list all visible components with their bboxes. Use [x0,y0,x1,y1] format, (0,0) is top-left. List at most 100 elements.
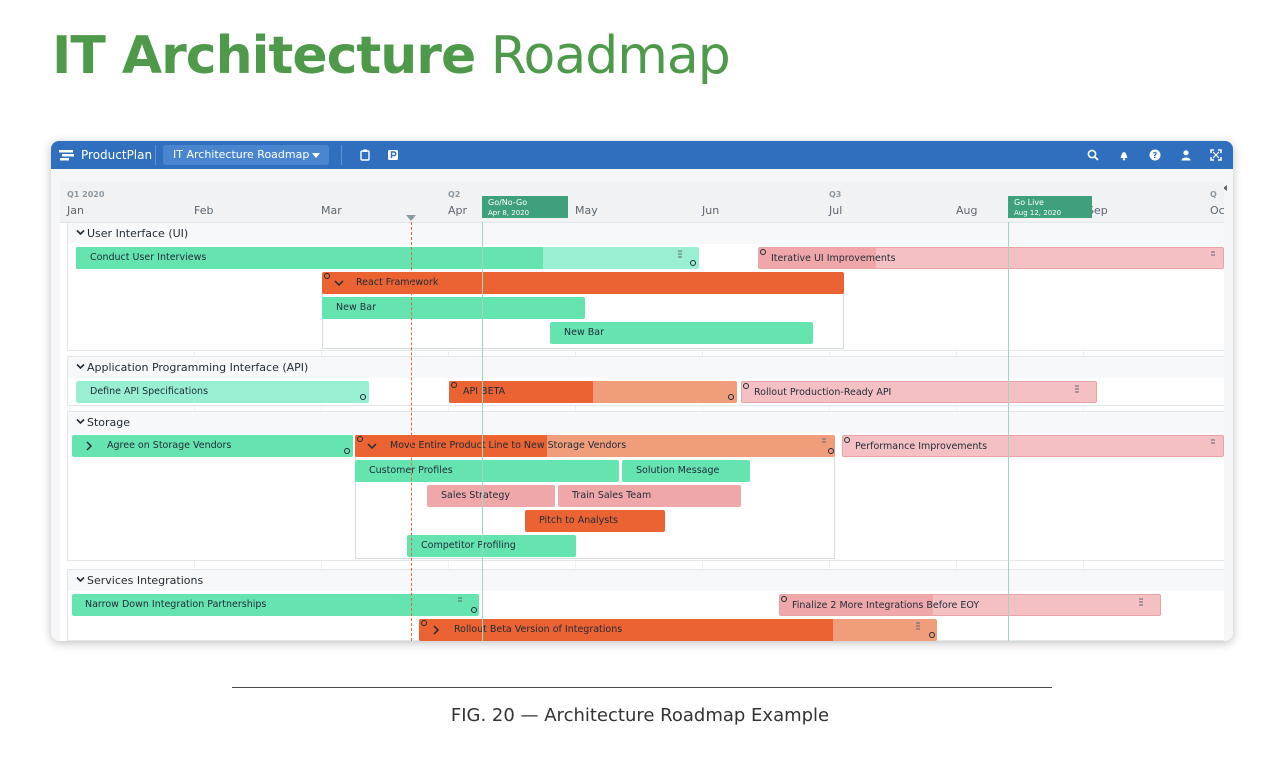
drag-handle-icon[interactable] [1139,598,1143,606]
top-navigation-bar: ProductPlan IT Architecture Roadmap ? [51,141,1233,169]
drag-handle-icon[interactable] [1211,439,1215,447]
quarter-label: Q1 2020 [67,190,105,199]
bar-api-beta[interactable]: API BETA [449,381,737,403]
bar-rollout-production-ready-api[interactable]: Rollout Production-Ready API [741,381,1097,403]
chevron-right-icon[interactable] [427,619,445,641]
month-label: Mar [321,204,342,217]
roadmap-timeline-canvas: Q1 2020 Q2 Q3 Q Jan Feb Mar Apr May Jun … [60,181,1224,641]
quarter-label: Q [1210,190,1217,199]
bar-rollout-beta-version-of-integrations[interactable]: Rollout Beta Version of Integrations [419,619,937,641]
bar-solution-message[interactable]: Solution Message [622,460,750,482]
chevron-down-icon[interactable] [76,228,85,237]
milestone-line-go-live [1008,222,1009,641]
chevron-down-icon[interactable] [76,417,85,426]
svg-text:?: ? [1153,151,1158,160]
clipboard-icon[interactable] [358,148,372,162]
lane-header-storage[interactable]: Storage [67,411,1224,433]
scroll-left-arrow-icon[interactable] [1223,185,1227,191]
dependency-connector-icon[interactable] [421,620,427,626]
bar-label: Agree on Storage Vendors [107,440,232,451]
dependency-connector-icon[interactable] [324,273,330,279]
drag-handle-icon[interactable] [1211,251,1215,259]
bar-customer-profiles[interactable]: Customer Profiles [355,460,619,482]
dependency-connector-icon[interactable] [471,607,477,613]
bar-label: Performance Improvements [855,441,988,452]
drag-handle-icon[interactable] [822,438,826,446]
dependency-connector-icon[interactable] [929,632,935,638]
lane-title: User Interface (UI) [87,227,189,240]
topbar-divider [341,145,342,165]
bar-sales-strategy[interactable]: Sales Strategy [427,485,555,507]
bar-train-sales-team[interactable]: Train Sales Team [558,485,741,507]
bar-label: Solution Message [636,465,720,476]
dependency-connector-icon[interactable] [743,383,749,389]
bar-label: Rollout Production-Ready API [754,387,892,398]
milestone-date: Apr 8, 2020 [488,209,530,217]
drag-handle-icon[interactable] [458,597,462,605]
drag-handle-icon[interactable] [916,622,920,630]
lane-header-services-integrations[interactable]: Services Integrations [67,569,1224,591]
timeline-header: Q1 2020 Q2 Q3 Q Jan Feb Mar Apr May Jun … [60,181,1224,223]
bell-icon[interactable] [1117,148,1131,162]
search-icon[interactable] [1086,148,1100,162]
bar-progress-fill [76,247,543,269]
today-marker-icon[interactable] [406,215,416,221]
help-icon[interactable]: ? [1148,148,1162,162]
dependency-connector-icon[interactable] [451,382,457,388]
dependency-connector-icon[interactable] [344,448,350,454]
dependency-connector-icon[interactable] [828,448,834,454]
bar-progress-fill [449,381,593,403]
p-badge-icon[interactable] [386,148,400,162]
bar-iterative-ui-improvements[interactable]: Iterative UI Improvements [758,247,1224,269]
bar-label: Sales Strategy [441,490,511,501]
dependency-connector-icon[interactable] [360,394,366,400]
dependency-connector-icon[interactable] [781,596,787,602]
bar-label: Pitch to Analysts [539,515,618,526]
drag-handle-icon[interactable] [678,250,682,258]
productplan-app-window: ProductPlan IT Architecture Roadmap ? [51,141,1233,641]
bar-label: API BETA [463,386,506,397]
milestone-date: Aug 12, 2020 [1014,209,1062,217]
brand-logo[interactable]: ProductPlan [59,147,152,163]
bar-progress-fill [759,248,876,268]
drag-handle-icon[interactable] [1075,385,1079,393]
bar-define-api-specifications[interactable]: Define API Specifications [76,381,369,403]
dependency-connector-icon[interactable] [690,260,696,266]
lane-header-api[interactable]: Application Programming Interface (API) [67,356,1224,378]
bar-new-bar[interactable]: New Bar [322,297,585,319]
bar-finalize-2-more-integrations[interactable]: Finalize 2 More Integrations Before EOY [779,594,1161,616]
quarter-label: Q2 [448,190,461,199]
bar-progress-fill [419,619,833,641]
bar-conduct-user-interviews[interactable]: Conduct User Interviews [76,247,699,269]
bar-performance-improvements[interactable]: Performance Improvements [842,435,1224,457]
dependency-connector-icon[interactable] [357,436,363,442]
bar-label: Finalize 2 More Integrations Before EOY [792,600,980,611]
milestone-go-no-go[interactable]: Go/No-Go Apr 8, 2020 [482,196,568,218]
bar-react-framework[interactable]: React Framework [322,272,844,294]
chevron-down-icon[interactable] [330,272,348,294]
roadmap-selector-dropdown[interactable]: IT Architecture Roadmap [163,145,329,165]
milestone-name: Go Live [1014,198,1044,207]
bar-agree-on-storage-vendors[interactable]: Agree on Storage Vendors [72,435,353,457]
roadmap-selector-label: IT Architecture Roadmap [173,148,310,161]
chevron-down-icon[interactable] [76,362,85,371]
chevron-down-icon[interactable] [76,575,85,584]
user-icon[interactable] [1179,148,1193,162]
dependency-connector-icon[interactable] [760,249,766,255]
chevron-right-icon[interactable] [80,435,98,457]
month-label: Oc [1210,204,1224,217]
bar-label: Customer Profiles [369,465,453,476]
bar-competitor-profiling[interactable]: Competitor Profiling [407,535,576,557]
chevron-down-icon[interactable] [363,435,381,457]
dependency-connector-icon[interactable] [728,394,734,400]
bar-pitch-to-analysts[interactable]: Pitch to Analysts [525,510,665,532]
bar-move-product-line-to-new-storage-vendors[interactable]: Move Entire Product Line to New Storage … [355,435,835,457]
bar-narrow-down-integration-partnerships[interactable]: Narrow Down Integration Partnerships [72,594,479,616]
bar-new-bar[interactable]: New Bar [550,322,813,344]
page-title: IT Architecture Roadmap [52,26,731,86]
bar-label: New Bar [564,327,604,338]
lane-header-user-interface[interactable]: User Interface (UI) [67,222,1224,244]
dependency-connector-icon[interactable] [844,437,850,443]
milestone-go-live[interactable]: Go Live Aug 12, 2020 [1008,196,1092,218]
expand-icon[interactable] [1209,148,1223,162]
